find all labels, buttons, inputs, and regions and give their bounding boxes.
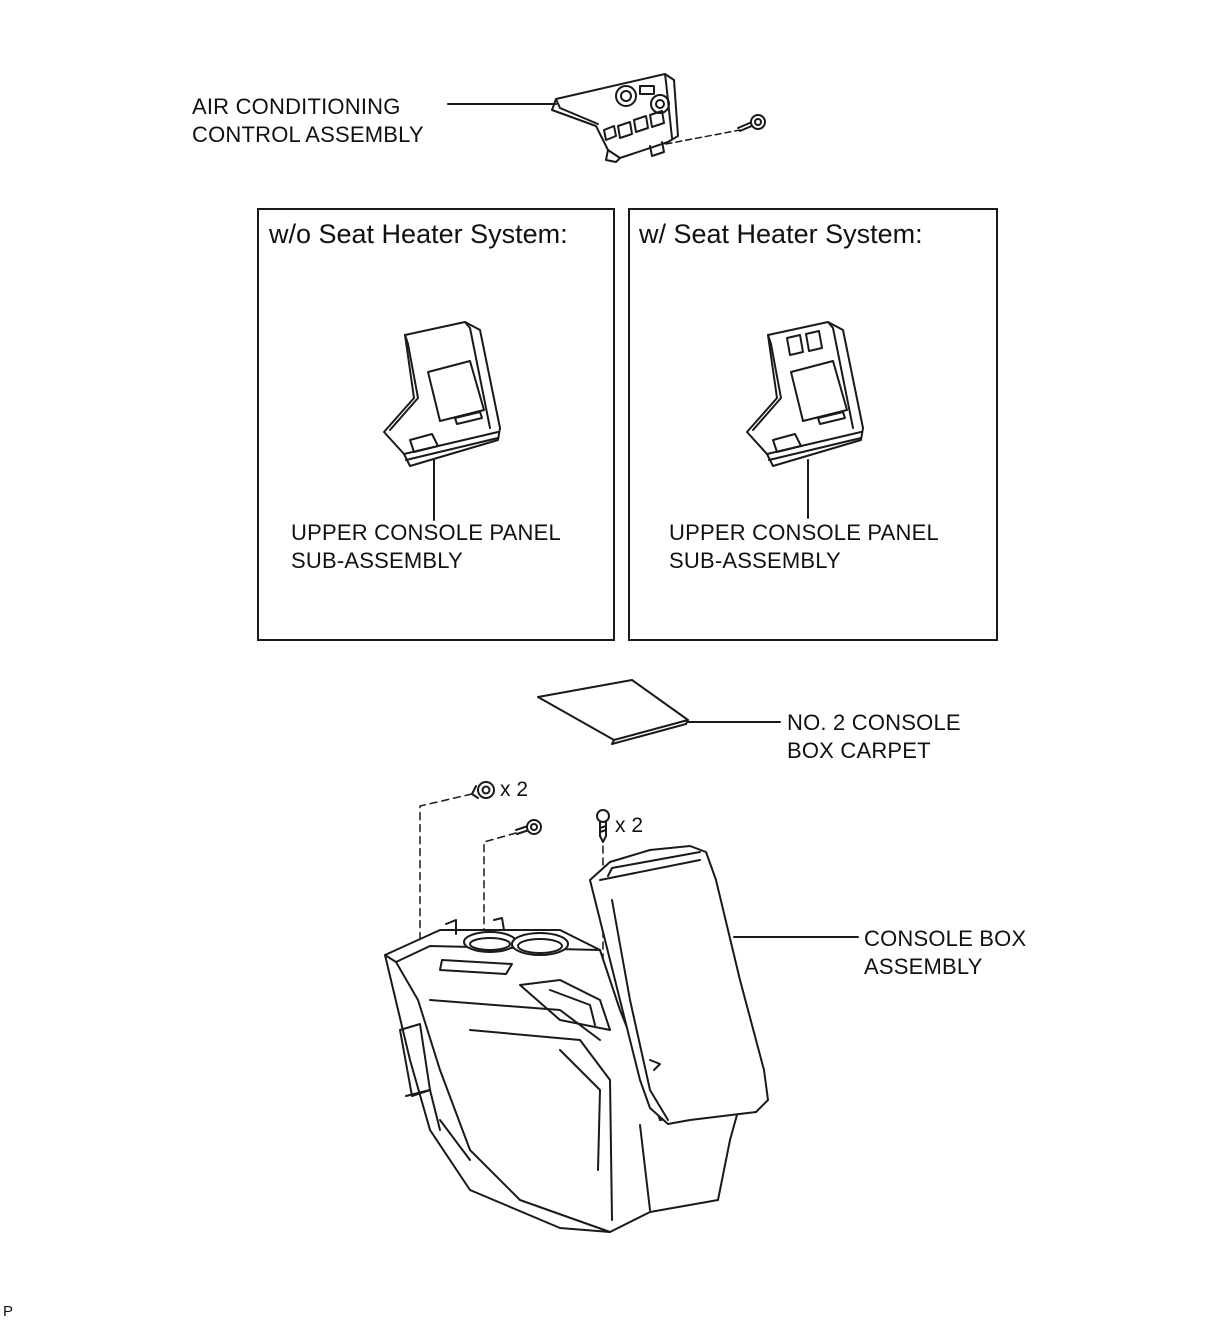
ac-control-label-line2: CONTROL ASSEMBLY (192, 122, 424, 147)
screw-quantity: x 2 (615, 814, 644, 837)
upper-console-panel-right-label: UPPER CONSOLE PANEL SUB-ASSEMBLY (669, 519, 939, 575)
variant-box-with-seat-heater (628, 208, 998, 641)
clip-quantity: x 2 (500, 778, 529, 801)
figure-code: P (3, 1303, 14, 1320)
clip-icon (471, 781, 495, 799)
ac-control-label-line1: AIR CONDITIONING (192, 94, 401, 119)
upper-console-panel-right-drawing (746, 321, 864, 467)
console-box-assembly-drawing (384, 845, 769, 1233)
console-box-assembly-line2: ASSEMBLY (864, 954, 983, 979)
upper-console-panel-left-line1: UPPER CONSOLE PANEL (291, 520, 561, 545)
upper-console-panel-left-drawing (383, 321, 501, 467)
ac-control-screw-icon (737, 114, 766, 132)
upper-console-panel-left-line2: SUB-ASSEMBLY (291, 548, 463, 573)
console-box-carpet-line2: BOX CARPET (787, 738, 931, 763)
ac-control-label: AIR CONDITIONING CONTROL ASSEMBLY (192, 93, 424, 149)
console-box-carpet-label: NO. 2 CONSOLE BOX CARPET (787, 709, 961, 765)
bolt-icon (515, 819, 542, 835)
variant-box-without-seat-heater (257, 208, 615, 641)
variant-title-with-seat-heater: w/ Seat Heater System: (639, 219, 923, 249)
console-box-carpet-drawing (537, 679, 689, 745)
ac-control-fastener-line (665, 129, 741, 145)
console-box-assembly-label: CONSOLE BOX ASSEMBLY (864, 925, 1026, 981)
upper-console-panel-right-line1: UPPER CONSOLE PANEL (669, 520, 939, 545)
upper-console-panel-right-line2: SUB-ASSEMBLY (669, 548, 841, 573)
console-box-carpet-line1: NO. 2 CONSOLE (787, 710, 961, 735)
variant-title-without-seat-heater: w/o Seat Heater System: (269, 219, 568, 249)
upper-console-panel-left-label: UPPER CONSOLE PANEL SUB-ASSEMBLY (291, 519, 561, 575)
ac-control-assembly-drawing (551, 73, 679, 163)
console-box-assembly-line1: CONSOLE BOX (864, 926, 1027, 951)
screw-icon (596, 809, 610, 843)
